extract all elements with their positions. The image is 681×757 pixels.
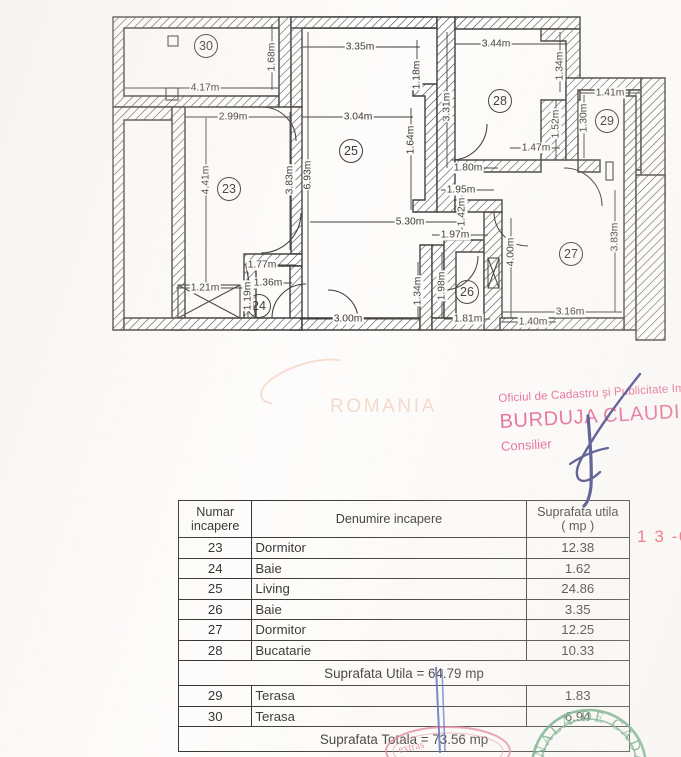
dimension-label: 1.95m bbox=[445, 184, 477, 196]
office-stamp: Oficiul de Cadastru şi Publicitate Imobi… bbox=[498, 381, 681, 454]
room-number-23: 23 bbox=[217, 177, 241, 201]
room-number-25: 25 bbox=[339, 139, 363, 163]
dimension-label: 1.80m bbox=[452, 162, 484, 174]
cell-room-area: 1.83 bbox=[525, 685, 630, 707]
cell-room-area: 12.25 bbox=[525, 619, 630, 641]
header-room-name: Denumire incapere bbox=[251, 499, 527, 539]
dimension-label: 1.52m bbox=[550, 108, 562, 140]
dimension-label: 1.40m bbox=[517, 316, 549, 328]
dimension-label: 1.36m bbox=[252, 277, 284, 289]
subtotal-usable-area: Suprafata Utila = 64.79 mp bbox=[178, 660, 630, 687]
dimension-label: 3.83m bbox=[284, 164, 296, 196]
room-number-28: 28 bbox=[488, 89, 512, 113]
cell-room-number: 30 bbox=[177, 705, 253, 728]
cell-room-name: Dormitor bbox=[251, 619, 527, 641]
agency-seal-stamp: NALĂ DE CADA bbox=[531, 708, 647, 757]
cell-room-name: Baie bbox=[251, 557, 527, 580]
dimension-label: 1.47m bbox=[520, 142, 552, 154]
dimension-label: 1.42m bbox=[456, 196, 468, 228]
dimension-label: 1.77m bbox=[246, 259, 278, 271]
cell-room-name: Baie bbox=[251, 598, 527, 621]
table-header-row: Numar incapere Denumire incapere Suprafa… bbox=[177, 499, 630, 539]
dimension-label: 1.97m bbox=[439, 229, 471, 241]
dimension-label: 1.19m bbox=[242, 280, 254, 312]
dimension-label: 6.93m bbox=[302, 159, 314, 191]
cell-room-number: 27 bbox=[177, 619, 253, 641]
svg-text:NALĂ DE CADA: NALĂ DE CADA bbox=[532, 709, 647, 757]
red-date-annotation: 1 3 -0 bbox=[637, 527, 681, 546]
cell-room-name: Terasa bbox=[251, 685, 527, 707]
dimension-label: 1.64m bbox=[405, 124, 417, 156]
dimension-label: 1.98m bbox=[436, 270, 448, 302]
dimension-label: 1.21m bbox=[189, 282, 221, 294]
dimension-label: 1.30m bbox=[578, 102, 590, 134]
cell-room-area: 3.35 bbox=[525, 598, 630, 621]
dimension-label: 4.17m bbox=[189, 82, 221, 94]
room-number-26: 26 bbox=[455, 280, 479, 304]
dimension-label: 1.18m bbox=[411, 59, 423, 91]
agency-seal-text-top: NALĂ DE CADA bbox=[532, 709, 645, 757]
cell-room-number: 28 bbox=[177, 639, 253, 662]
dimension-label: 3.00m bbox=[332, 313, 364, 325]
cell-room-number: 23 bbox=[177, 537, 253, 559]
dimension-label: 1.34m bbox=[554, 50, 566, 82]
header-room-area: Suprafata utila ( mp ) bbox=[525, 499, 630, 539]
dimension-label: 3.31m bbox=[441, 91, 453, 123]
blue-pen-mark bbox=[435, 666, 446, 754]
subtotal-usable-area-row: Suprafata Utila = 64.79 mp bbox=[178, 660, 630, 687]
dimension-label: 1.68m bbox=[266, 41, 278, 73]
cell-room-area: 1.62 bbox=[525, 557, 630, 580]
dimension-label: 3.04m bbox=[342, 111, 374, 123]
dimension-label: 4.00m bbox=[505, 236, 517, 268]
cell-room-area: 12.38 bbox=[525, 537, 630, 559]
room-number-30: 30 bbox=[194, 34, 218, 58]
office-stamp-name: BURDUJA CLAUDIU bbox=[499, 400, 681, 433]
dimension-label: 4.41m bbox=[200, 164, 212, 196]
romania-watermark-text: ROMANIA bbox=[330, 396, 437, 417]
cell-room-name: Living bbox=[251, 578, 527, 600]
floor-plan-svg bbox=[112, 16, 666, 341]
dimension-label: 1.41m bbox=[594, 87, 626, 99]
dimension-label: 3.44m bbox=[480, 38, 512, 50]
dimension-label: 3.35m bbox=[344, 41, 376, 53]
cell-room-number: 24 bbox=[177, 557, 253, 580]
dimension-label: 3.16m bbox=[554, 306, 586, 318]
room-number-27: 27 bbox=[559, 242, 583, 266]
dimension-label: 3.83m bbox=[609, 221, 621, 253]
room-number-29: 29 bbox=[595, 109, 619, 133]
dimension-label: 1.81m bbox=[452, 313, 484, 325]
cell-room-name: Dormitor bbox=[251, 537, 527, 559]
cell-room-area: 10.33 bbox=[525, 639, 630, 662]
cell-room-name: Bucatarie bbox=[251, 639, 527, 662]
cell-room-number: 25 bbox=[177, 578, 253, 600]
cell-room-number: 29 bbox=[177, 685, 253, 707]
dimension-label: 5.30m bbox=[394, 216, 426, 228]
dimension-label: 2.99m bbox=[217, 111, 249, 123]
dimension-label: 1.34m bbox=[412, 275, 424, 307]
cell-room-area: 24.86 bbox=[525, 578, 630, 600]
cell-room-number: 26 bbox=[177, 598, 253, 621]
header-room-number: Numar incapere bbox=[177, 499, 253, 539]
